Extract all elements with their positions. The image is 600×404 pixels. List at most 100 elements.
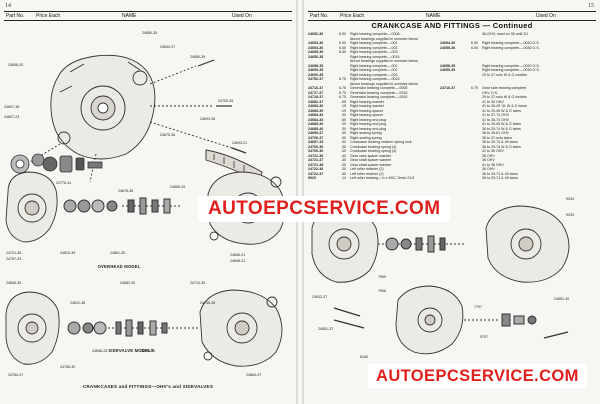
left-page-number: 14 bbox=[5, 3, 11, 9]
row-pr: .55 bbox=[341, 99, 346, 104]
row-us: 41 to 35-45 '41 W & G twins bbox=[482, 104, 527, 108]
row-us: 36 to 29-74 & 45 twins bbox=[482, 140, 518, 144]
part-label: 24810-39 bbox=[60, 251, 75, 255]
bearing-row-art bbox=[10, 153, 103, 174]
row-nm: Right bearing complete—.001 bbox=[350, 63, 398, 68]
part-label: 24678-36 bbox=[118, 189, 133, 193]
row-nm: Right bearing washer bbox=[350, 99, 384, 104]
top-crankcase-art bbox=[29, 54, 263, 183]
row-pr: 6.50 bbox=[339, 41, 346, 45]
row-pn: 24699-37 bbox=[308, 131, 324, 135]
row-pn: 24659-35 bbox=[308, 68, 324, 72]
right-drawing-art bbox=[311, 205, 570, 355]
part-label: 24764-37 bbox=[8, 373, 23, 377]
row-nm: Right bearing end plug bbox=[350, 122, 387, 126]
row-pr: .30 bbox=[341, 149, 346, 153]
row-us: 36 to 29-74 W & G twins bbox=[482, 126, 521, 131]
row-pn: 24700-36 bbox=[308, 149, 324, 153]
row-pn2: 24658-35 bbox=[440, 63, 456, 68]
part-label: 24756-30 bbox=[60, 365, 75, 369]
left-column-header: Part No. Price Each NAME Used On bbox=[4, 11, 292, 21]
row-pn: 24721-38 bbox=[308, 162, 324, 167]
part-label: 9034 bbox=[566, 197, 574, 201]
row-nm: Gear shaft spacer washer bbox=[350, 158, 392, 162]
col-part-no: Part No. bbox=[6, 13, 25, 19]
part-label: 7908 bbox=[378, 289, 386, 293]
parts-list: 24652-36 6.50 Right bearing complete—.0008… bbox=[308, 32, 596, 181]
row-pn: 24716-37 bbox=[308, 86, 324, 90]
row-us: 29 to 37-solo W & G models bbox=[482, 72, 527, 77]
row-nm: Right bearing spacer bbox=[350, 113, 384, 117]
part-label: 24632-37 bbox=[312, 295, 327, 299]
row-nm: Generator bearing complete—.0020 bbox=[350, 95, 408, 99]
row-pr: .30 bbox=[341, 131, 346, 135]
row-us: 36 to 39-61 OHV bbox=[482, 131, 509, 135]
row-pn: 24660-35 bbox=[308, 72, 324, 77]
row-nm: Right sealing spring bbox=[350, 135, 382, 140]
row-pr: .60 bbox=[341, 117, 346, 122]
part-label: 24693-36 bbox=[200, 117, 215, 121]
col-part-no: Part No. bbox=[310, 13, 329, 19]
part-label: 24660-37 bbox=[246, 373, 261, 377]
part-label: 24651-37 bbox=[318, 327, 333, 331]
row-pn2: 24654-36 bbox=[440, 41, 456, 45]
row-nm: Gear shaft spacer washer bbox=[350, 162, 392, 167]
row-pr: .35 bbox=[341, 158, 346, 162]
row-pn: 24654-36 bbox=[308, 45, 324, 50]
parts-list-row: Above bearings supplied in oversize belo… bbox=[308, 59, 596, 64]
row-us: 36 to 29-74 & 45 twins bbox=[482, 176, 518, 180]
row-pr: 6.50 bbox=[339, 45, 346, 50]
right-page-number: 15 bbox=[588, 3, 594, 9]
row-nm: Right bearing complete—.0008 .. bbox=[350, 32, 403, 36]
row-pn: 24683-39 bbox=[308, 108, 324, 113]
part-label: 24693-21 bbox=[232, 141, 247, 145]
row-nm: Right bearing complete—.001 bbox=[350, 41, 398, 45]
row-pn: 24652-36 bbox=[308, 32, 324, 36]
row-us: 36-OHV; used on 36 until 3/1 bbox=[482, 32, 529, 36]
part-label: 7707 bbox=[474, 305, 482, 309]
row-pn: 24722-36 bbox=[308, 167, 324, 171]
part-label: 24710-35 bbox=[190, 281, 205, 285]
sidevalve-model-art bbox=[5, 289, 283, 367]
row-nm: Right bearing spacer bbox=[350, 108, 384, 113]
row-pn: 24722-37 bbox=[308, 171, 324, 176]
right-crankcase-drawing: 9034 9033 24632-37 24651-37 24651-40 790… bbox=[311, 197, 574, 359]
row-pr: 6.50 bbox=[339, 32, 346, 36]
part-label: 24606-35 bbox=[6, 281, 21, 285]
part-label: 24659-29 bbox=[170, 185, 185, 189]
row-pn: 24655-36 bbox=[308, 50, 324, 54]
row-pr2: 6.50 bbox=[471, 45, 478, 50]
row-pr: .30 bbox=[341, 126, 346, 131]
row-pn: 24684-40 bbox=[308, 113, 324, 117]
row-nm: Above bearings supplied in oversize belo… bbox=[350, 81, 418, 86]
row-nm: Crankcase bearing spring (4) bbox=[350, 144, 397, 149]
part-label: 24656-28 bbox=[92, 349, 107, 353]
row-nm: Generator bearing complete—.0015 bbox=[350, 90, 408, 95]
part-label: 24700-35 bbox=[218, 99, 233, 103]
part-label: 24697-36 bbox=[4, 105, 19, 109]
row-pn2: 24716-37 bbox=[440, 86, 456, 90]
part-label: 24675-36 bbox=[160, 133, 175, 137]
row-pn: 24717-37 bbox=[308, 90, 324, 95]
row-us: 36 to 37-solo twins bbox=[482, 135, 512, 140]
row-pr: .30 bbox=[341, 144, 346, 149]
row-pn: 24752-37 bbox=[308, 77, 324, 81]
row-us: 29 to 37-solo W & G models bbox=[482, 95, 527, 99]
part-label: 24767-23 bbox=[6, 257, 21, 261]
part-label: 24651-40 bbox=[554, 297, 569, 301]
row-pn: 24650-35 bbox=[308, 54, 324, 59]
row-pr: 6.75 bbox=[339, 90, 346, 95]
